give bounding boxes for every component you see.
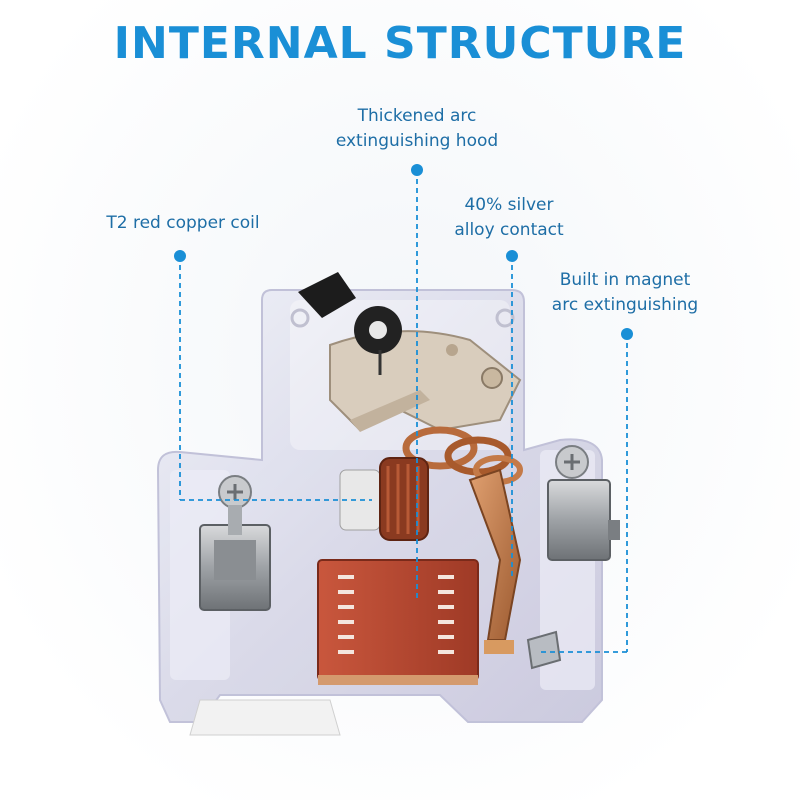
dot-arc-hood	[411, 164, 423, 176]
page-title: INTERNAL STRUCTURE	[113, 18, 687, 69]
dot-silver-contact	[506, 250, 518, 262]
operating-handle	[298, 272, 402, 375]
callout-magnet-line2: arc extinguishing	[551, 295, 699, 315]
callout-arc-hood-line1: Thickened arc	[357, 106, 477, 126]
trip-mechanism	[329, 330, 522, 432]
callout-arc-hood: Thickened arc extinguishing hood	[312, 104, 522, 154]
callout-silver-contact-line1: 40% silver	[464, 195, 554, 215]
leader-lines	[179, 170, 628, 653]
housing-rivet	[495, 308, 515, 328]
magnet	[526, 630, 562, 670]
callout-copper-coil-line1: T2 red copper coil	[106, 213, 260, 233]
leader-dots	[174, 164, 633, 340]
dot-magnet	[621, 328, 633, 340]
din-rail-clip	[189, 699, 341, 736]
arc-chute	[317, 559, 479, 685]
callout-silver-contact: 40% silver alloy contact	[404, 193, 614, 243]
copper-coil	[339, 457, 429, 541]
callout-magnet: Built in magnet arc extinguishing	[520, 268, 730, 318]
dot-coil	[174, 250, 186, 262]
callout-silver-contact-line2: alloy contact	[454, 220, 564, 240]
left-terminal	[199, 475, 271, 611]
callout-magnet-line1: Built in magnet	[559, 270, 691, 290]
callout-arc-hood-line2: extinguishing hood	[335, 131, 499, 151]
silver-contact	[468, 468, 522, 654]
housing-rivet	[290, 308, 310, 328]
callout-copper-coil: T2 red copper coil	[78, 211, 288, 236]
right-terminal	[547, 445, 620, 561]
